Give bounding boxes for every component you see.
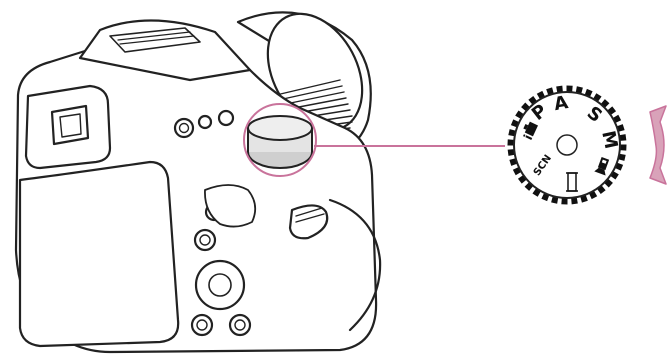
rotate-arrow-icon — [650, 106, 666, 184]
top-button-2 — [219, 111, 233, 125]
lcd-screen — [20, 162, 178, 346]
dial-center — [557, 135, 577, 155]
top-button-1 — [199, 116, 211, 128]
control-wheel — [196, 261, 244, 309]
eyecup — [26, 86, 110, 168]
mode-dial-icon: i P A S M SCN — [508, 86, 626, 204]
camera-icon — [16, 0, 381, 352]
camera-mode-dial — [248, 116, 312, 168]
